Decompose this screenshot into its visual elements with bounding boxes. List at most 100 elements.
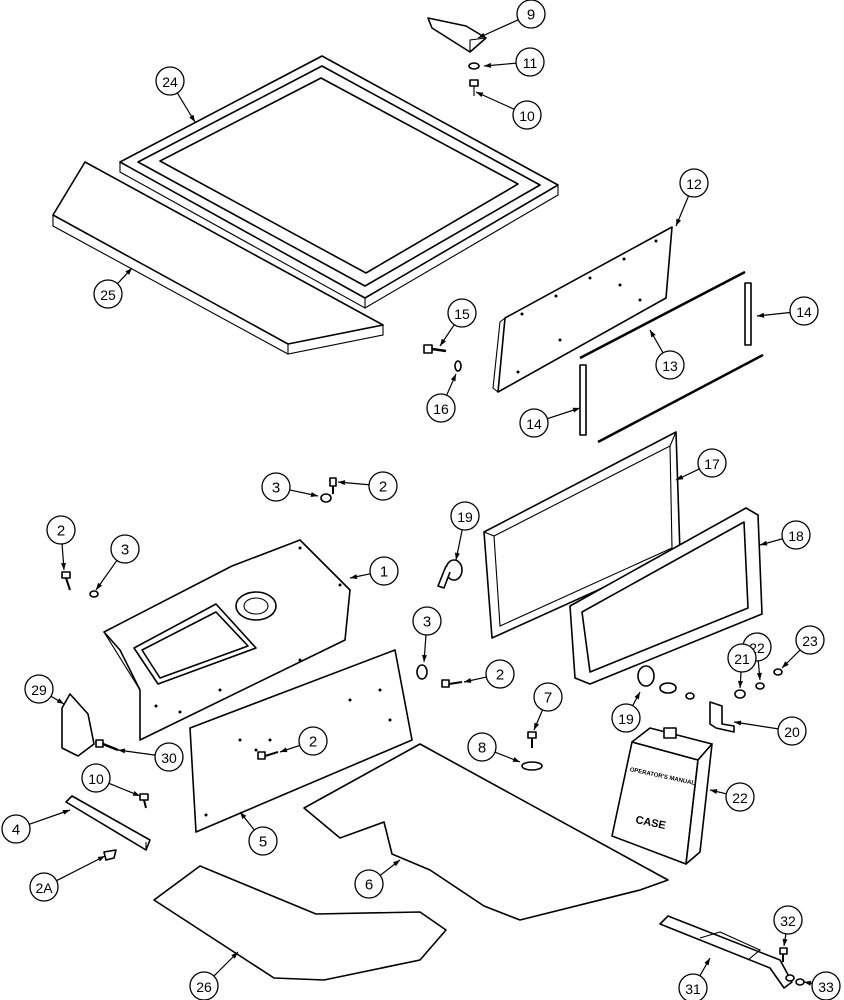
callout-bubble <box>369 556 399 586</box>
callout-arrowhead <box>450 374 456 382</box>
callout-bubble <box>154 742 184 772</box>
latch-part-19 <box>437 559 463 589</box>
callout-bubble <box>29 872 59 902</box>
screw-part-32 <box>779 947 788 962</box>
callout-arrowhead <box>350 574 358 580</box>
callout-number: 18 <box>788 528 804 544</box>
callout-bubble <box>24 674 54 704</box>
callout-bubble <box>697 448 727 478</box>
callout-bubble <box>533 682 563 712</box>
callout-bubble <box>467 732 497 762</box>
callout-number: 2 <box>496 667 504 684</box>
callout-arrowhead <box>97 856 105 862</box>
callout-leader-line <box>477 19 519 39</box>
callout-number: 19 <box>457 509 473 525</box>
callout-number: 14 <box>526 416 542 432</box>
callout-arrowhead <box>392 860 400 867</box>
callout-arrowhead <box>782 661 789 668</box>
callout-number: 22 <box>732 790 748 806</box>
callout-bubble <box>81 763 111 793</box>
callout-number: 33 <box>818 979 834 995</box>
callout-arrowhead <box>422 654 428 662</box>
bracket-part-4 <box>65 795 151 851</box>
callout-arrowhead <box>56 698 64 704</box>
callout-arrowhead <box>476 92 484 98</box>
bracket-part-20 <box>709 701 735 733</box>
ring-part-19 <box>637 665 695 700</box>
callout-number: 20 <box>784 724 800 740</box>
callout-arrowhead <box>572 407 580 413</box>
side-cover-part <box>61 693 95 757</box>
callout-bubble <box>155 66 185 96</box>
callout-number: 5 <box>259 834 267 851</box>
callout-arrowhead <box>676 218 682 226</box>
rear-panel-part <box>492 226 673 393</box>
callout-arrowhead <box>125 268 132 275</box>
callout-bubble <box>727 643 757 673</box>
callout-number: 25 <box>100 287 116 303</box>
callout-bubble <box>248 826 278 856</box>
callout-bubble <box>678 973 708 1000</box>
callout-arrowhead <box>231 952 238 959</box>
callout-arrowhead <box>60 562 66 570</box>
callout-bubble <box>110 534 140 564</box>
strap-bracket-part <box>659 915 793 989</box>
nut-part-23 <box>773 668 783 676</box>
callout-bubble <box>354 869 384 899</box>
callout-bubble <box>426 393 456 423</box>
callout-number: 23 <box>802 633 818 649</box>
callout-number: 1 <box>380 564 388 581</box>
callout-arrowhead <box>478 32 486 38</box>
callout-bubble <box>515 47 545 77</box>
callout-arrowhead <box>734 720 742 726</box>
callout-number: 30 <box>161 750 177 766</box>
washer-part-22 <box>755 682 765 690</box>
callout-number: 11 <box>523 55 538 71</box>
callout-arrowhead <box>62 809 70 815</box>
callout-arrowhead <box>760 540 768 546</box>
callout-number: 24 <box>162 74 178 90</box>
callout-arrowhead <box>676 474 684 480</box>
washer-part-8 <box>521 761 543 771</box>
callout-arrowhead <box>757 312 765 318</box>
callout-arrowhead <box>737 680 743 688</box>
callout-bubble <box>679 168 709 198</box>
screw-part-7 <box>527 731 537 748</box>
callout-leader-line <box>56 855 106 882</box>
screw-part-2 <box>61 477 463 760</box>
callout-arrowhead <box>189 114 195 122</box>
callout-number: 3 <box>272 480 280 497</box>
washer-part-3 <box>89 493 428 680</box>
leader-lines <box>29 19 813 986</box>
callout-number: 15 <box>454 306 470 322</box>
callout-arrowhead <box>96 582 103 590</box>
callout-number: 17 <box>704 456 720 472</box>
callout-arrowhead <box>512 757 520 762</box>
callout-arrowhead <box>634 692 640 700</box>
callout-number: 13 <box>662 358 678 374</box>
callout-bubble <box>655 350 685 380</box>
callout-number: 2 <box>379 479 387 496</box>
floor-mat-part <box>303 743 669 921</box>
callout-arrowhead <box>650 330 656 338</box>
callout-number: 21 <box>734 651 750 667</box>
callout-bubble <box>773 905 803 935</box>
callout-number: 19 <box>618 711 634 727</box>
callout-number: 14 <box>796 304 812 320</box>
callout-bubble <box>512 100 542 130</box>
nut-part-21 <box>734 689 746 699</box>
callout-number: 6 <box>365 877 373 894</box>
callout-bubble <box>516 0 546 29</box>
callout-number: 2 <box>57 523 65 540</box>
callout-number: 8 <box>478 740 486 757</box>
manual-storage-box-part: OPERATOR'S MANUAL CASE <box>611 727 713 865</box>
bolt-part-30 <box>95 739 119 752</box>
callout-bubble <box>261 472 291 502</box>
callout-number: 26 <box>196 979 212 995</box>
callout-bubble <box>611 703 641 733</box>
callout-bubble <box>795 625 825 655</box>
floor-mat-rear-part <box>153 865 447 981</box>
washer-part-11 <box>468 62 480 70</box>
